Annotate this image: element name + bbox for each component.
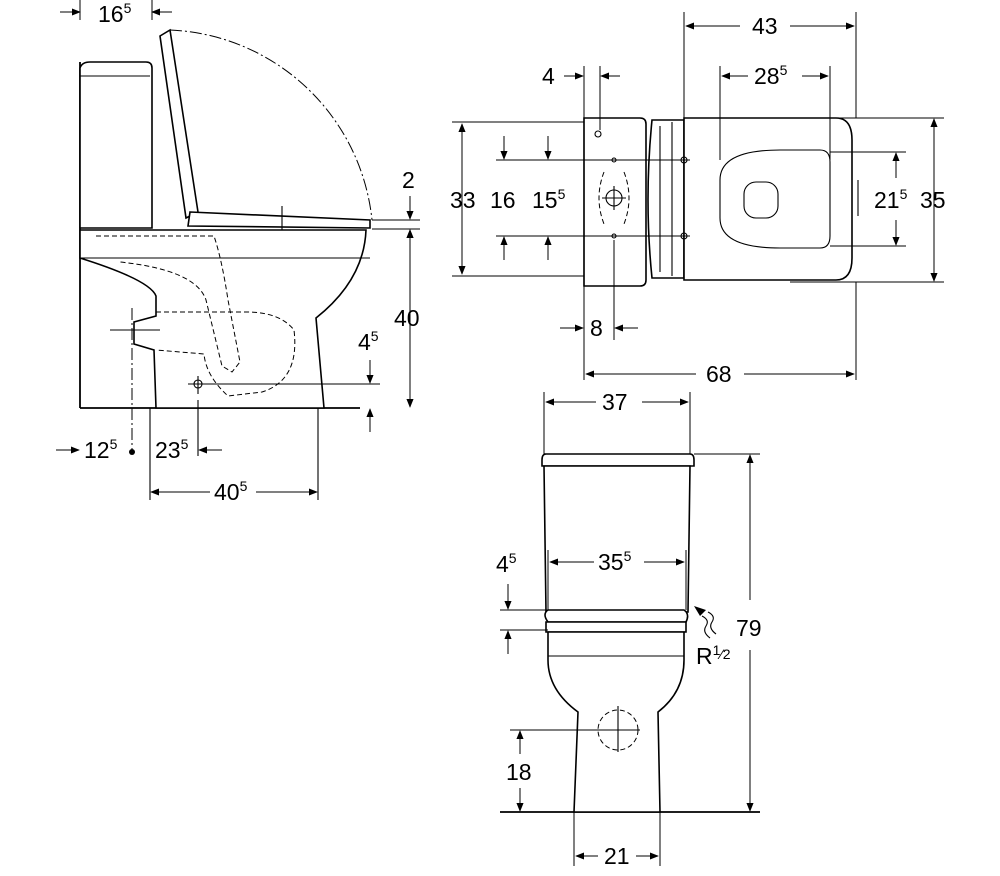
dim-cistern-offset: 8 [590,315,603,341]
dim-seat-height: 40 [394,305,420,331]
dim-depth: 33 [450,187,476,213]
dim-outlet-height: 45 [358,328,379,355]
front-view: 37 355 45 79 R1⁄2 18 21 [496,389,762,869]
cistern-lid-front [541,453,695,467]
lid-swing-arc [169,29,373,221]
dim-water-connection: R1⁄2 [696,642,731,669]
dim-axis-to-outlet: 235 [155,436,189,463]
trap-outline [96,235,241,373]
dim-seat-gap: 45 [496,550,517,577]
raised-lid-side [159,28,199,220]
dim-outlet-height-front: 18 [506,759,532,785]
seat-opening-top [719,149,831,249]
top-view: 43 285 4 33 16 [450,12,946,387]
dim-overall-length: 68 [706,361,732,387]
dim-hole-spacing-outer: 16 [490,187,516,213]
cistern-top [583,117,647,287]
dim-lid-offset: 165 [98,0,132,27]
cistern-front [543,465,691,613]
dim-base-width: 21 [604,843,630,869]
hinge-top [647,119,685,279]
bowl-side [79,229,367,409]
dim-overall-width: 43 [752,13,778,39]
cistern-side [79,61,153,229]
dim-hole-spacing-inner: 155 [532,186,566,213]
dim-opening-length: 285 [754,62,788,89]
seat-top [683,117,853,281]
dim-overall-depth: 35 [920,187,946,213]
water-inlet-icon [707,611,717,635]
dim-cistern-width: 37 [602,389,628,415]
dim-wall-offset: 4 [542,63,555,89]
dim-wall-to-axis: 125 [84,436,118,463]
dim-opening-width: 215 [874,186,908,213]
dim-total-height: 79 [736,615,762,641]
bowl-front [547,631,685,813]
dim-seat-thickness: 2 [402,167,415,193]
seat-front [544,609,689,623]
dim-seat-width: 355 [598,548,632,575]
side-view: 165 2 40 45 125 235 405 [56,0,420,505]
dim-axis-to-front: 405 [214,478,248,505]
seat-side [187,211,371,229]
